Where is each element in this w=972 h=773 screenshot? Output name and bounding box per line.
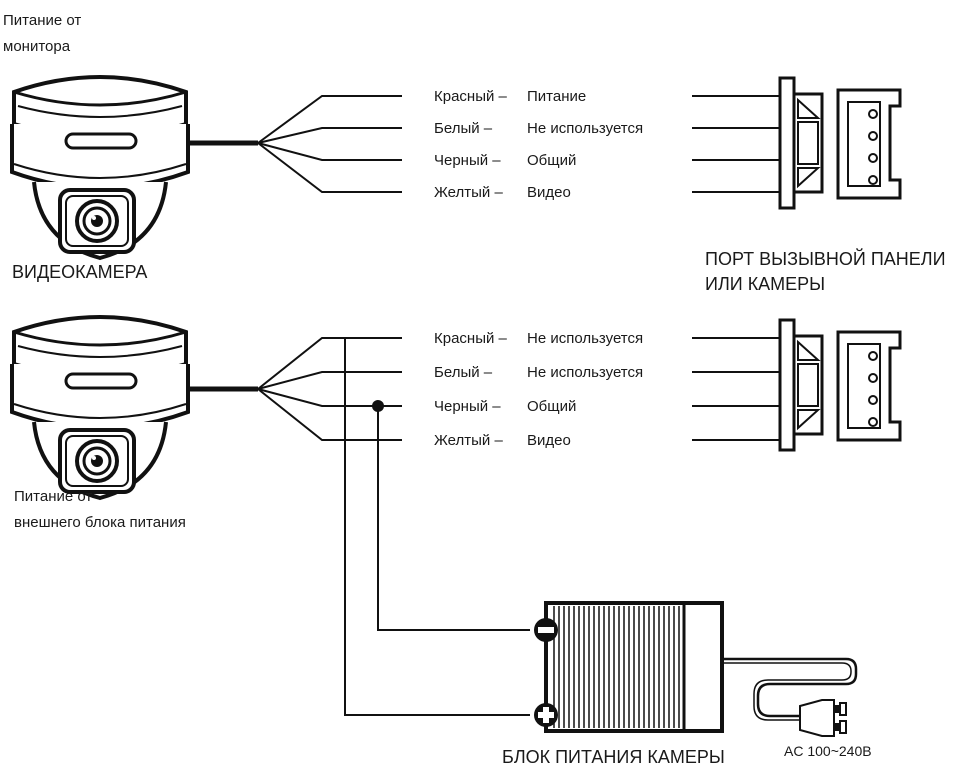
camera-label: ВИДЕОКАМЕРА	[12, 262, 147, 282]
port-label-line2: ИЛИ КАМЕРЫ	[705, 274, 825, 294]
camera-icon-bottom	[10, 315, 190, 500]
negative-terminal-icon	[534, 618, 558, 642]
bottom-wire-fan	[186, 337, 402, 441]
bottom-power-caption-line2: внешнего блока питания	[14, 514, 186, 531]
power-supply-label: БЛОК ПИТАНИЯ КАМЕРЫ	[502, 747, 725, 767]
top-wire-1-color: Красный –	[434, 88, 508, 105]
top-power-caption-line1: Питание от	[3, 12, 81, 29]
bottom-wire-2-color: Белый –	[434, 364, 493, 381]
top-wire-3-function: Общий	[527, 152, 576, 169]
top-wire-2-color: Белый –	[434, 120, 493, 137]
bottom-wire-4-function: Видео	[527, 432, 571, 449]
top-wire-3-color: Черный –	[434, 152, 501, 169]
bottom-wire-labels: Красный – Не используется Белый – Не исп…	[434, 330, 643, 449]
top-wire-1-function: Питание	[527, 88, 586, 105]
port-label-line1: ПОРТ ВЫЗЫВНОЙ ПАНЕЛИ	[705, 248, 946, 269]
top-wire-4-function: Видео	[527, 184, 571, 201]
bottom-wire-1-function: Не используется	[527, 330, 643, 347]
bottom-power-caption-line1: Питание от	[14, 488, 92, 505]
top-wire-labels: Красный – Питание Белый – Не используетс…	[434, 88, 643, 201]
bottom-wire-1-color: Красный –	[434, 330, 508, 347]
bottom-wire-2-function: Не используется	[527, 364, 643, 381]
top-wire-fan	[186, 95, 402, 193]
junction-dot	[372, 400, 384, 412]
top-wire-2-function: Не используется	[527, 120, 643, 137]
bottom-wire-4-color: Желтый –	[434, 432, 503, 449]
top-wire-4-color: Желтый –	[434, 184, 503, 201]
top-port-wires	[692, 95, 780, 193]
bottom-wire-3-color: Черный –	[434, 398, 501, 415]
power-supply-unit	[544, 601, 724, 733]
camera-icon-top	[10, 75, 190, 260]
ac-plug-icon	[799, 699, 847, 737]
bottom-port-wires	[692, 337, 780, 441]
ac-cord	[722, 657, 858, 721]
positive-terminal-icon	[534, 703, 558, 727]
port-connector-icon-top	[778, 76, 902, 210]
top-power-caption-line2: монитора	[3, 38, 71, 55]
bottom-wire-3-function: Общий	[527, 398, 576, 415]
port-connector-icon-bottom	[778, 318, 902, 452]
power-feed-lines	[344, 338, 530, 716]
ac-input-label: AC 100~240B	[784, 743, 872, 759]
